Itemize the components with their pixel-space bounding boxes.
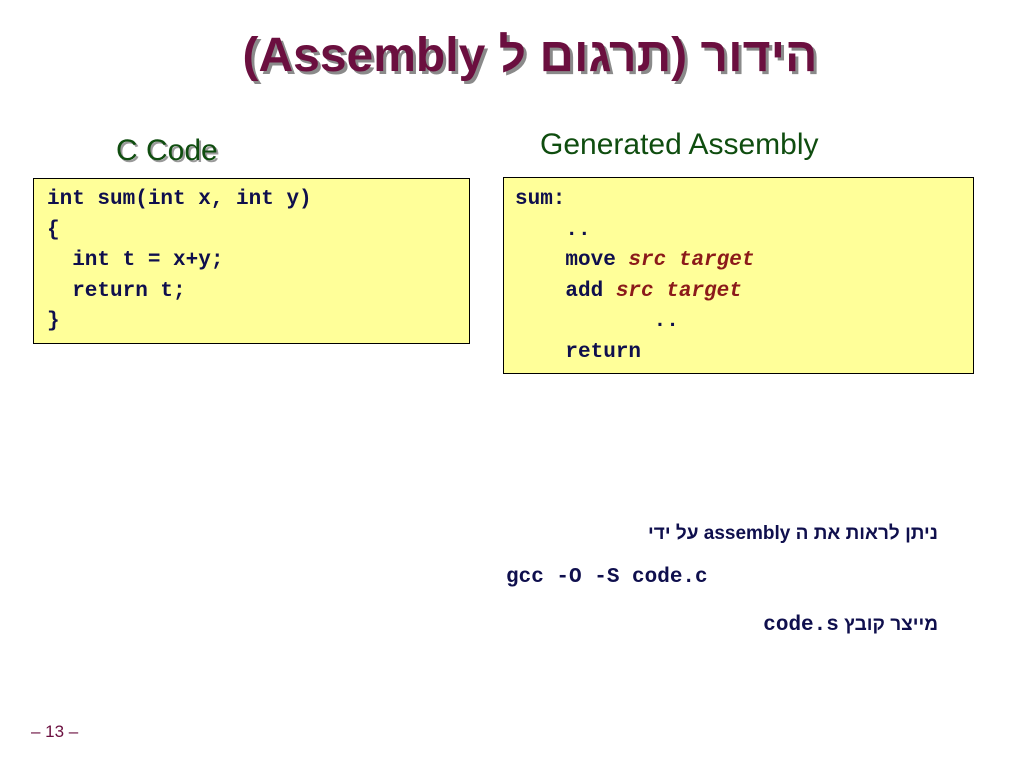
asm-label-line: sum: bbox=[515, 188, 566, 211]
asm-move-line: move src target bbox=[504, 246, 973, 277]
c-code-line: return t; bbox=[47, 279, 186, 303]
asm-return-line: return bbox=[515, 340, 642, 364]
asm-src-operand: src bbox=[628, 249, 667, 272]
page-number: – 13 – bbox=[31, 722, 79, 741]
c-code-box: int sum(int x, int y) { int t = x+y; ret… bbox=[33, 178, 470, 344]
asm-ellipsis-line: .. bbox=[515, 218, 591, 242]
asm-move-op: move bbox=[515, 249, 629, 272]
asm-target-operand: target bbox=[678, 249, 755, 272]
c-code-line: int sum(int x, int y) bbox=[47, 188, 312, 211]
creates-file-note: מייצר קובץ code.s bbox=[763, 614, 938, 637]
generated-assembly-heading: Generated Assembly bbox=[540, 128, 819, 161]
asm-add-op: add bbox=[515, 279, 616, 303]
c-code-line: } bbox=[47, 310, 60, 333]
output-file-name: code.s bbox=[763, 614, 839, 637]
asm-add-line: add src target bbox=[504, 277, 973, 308]
asm-src-operand: src bbox=[615, 279, 654, 303]
assembly-code-box: sum: .. move src target add src target .… bbox=[503, 177, 974, 374]
slide-title: הידור (תרגום ל Assembly) bbox=[242, 29, 818, 82]
c-code-line: { bbox=[47, 218, 60, 242]
c-code-line: int t = x+y; bbox=[47, 249, 224, 272]
c-code-heading: C Code bbox=[116, 134, 218, 167]
creates-file-prefix: מייצר קובץ bbox=[838, 614, 938, 635]
asm-target-operand: target bbox=[666, 279, 742, 303]
see-assembly-note: ניתן לראות את ה assembly על ידי bbox=[648, 523, 938, 544]
asm-ellipsis-line: .. bbox=[515, 310, 679, 333]
gcc-command: gcc -O -S code.c bbox=[506, 566, 708, 589]
